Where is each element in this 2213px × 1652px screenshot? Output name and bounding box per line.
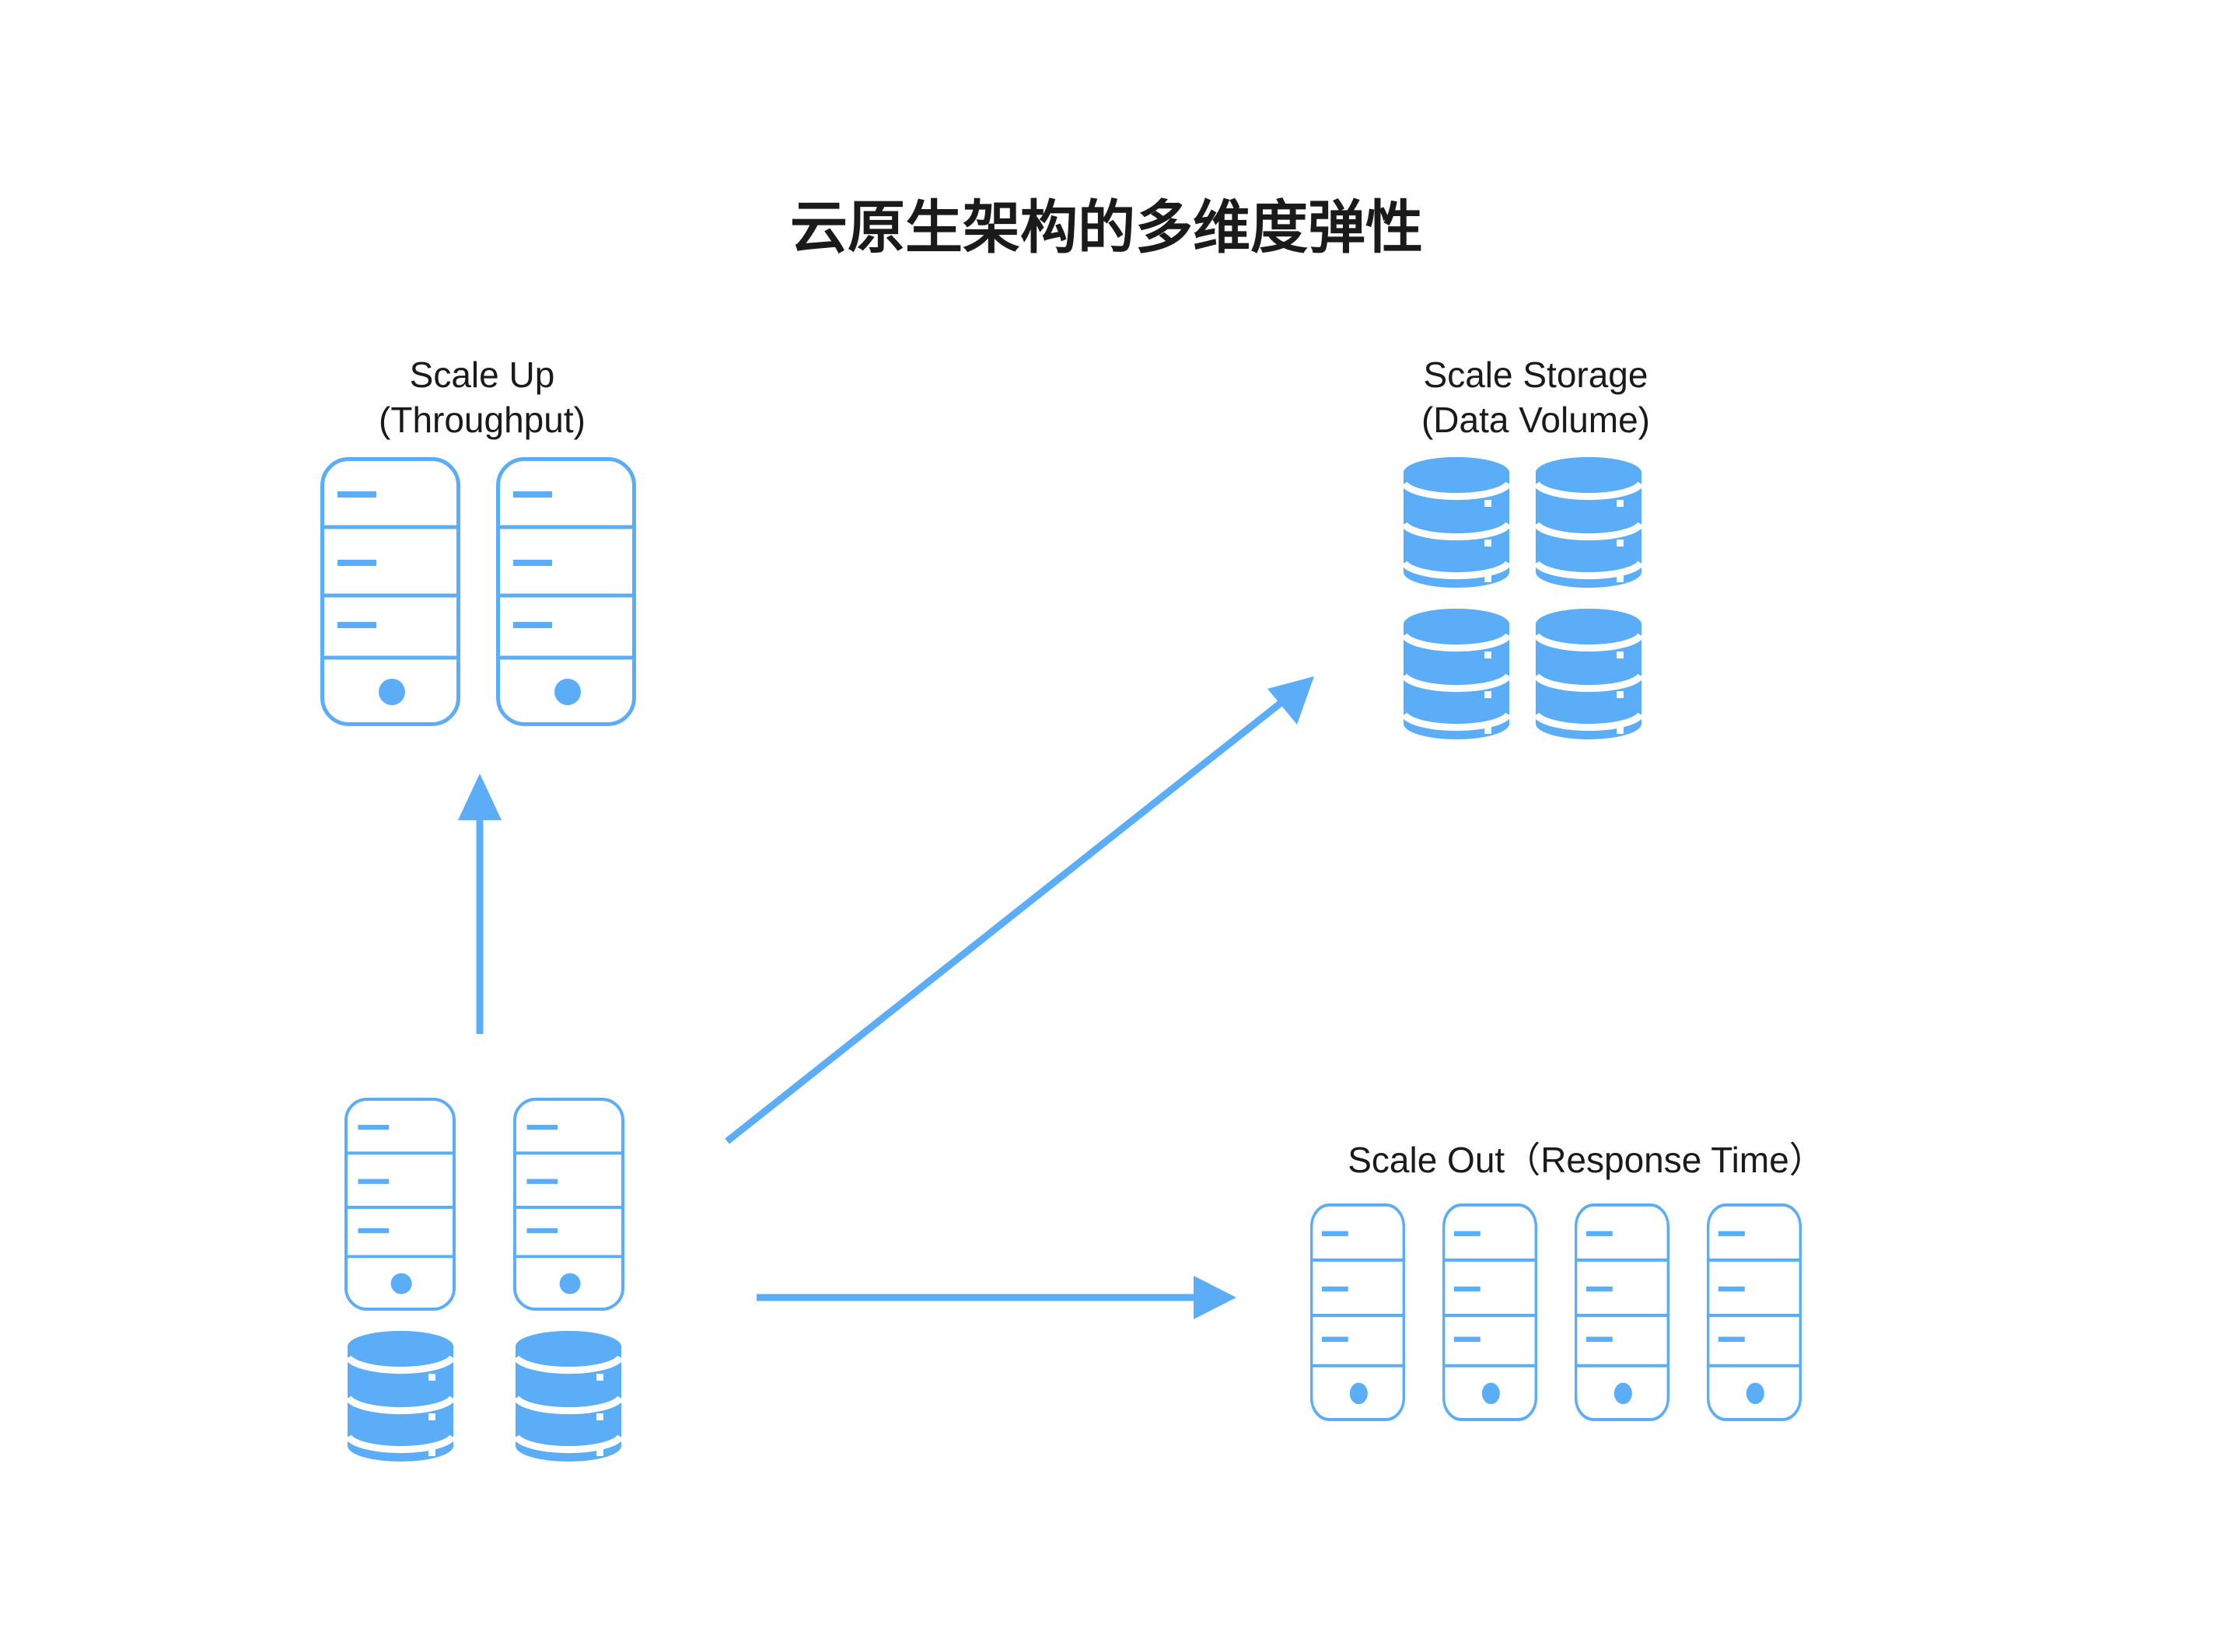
scale-up-label-line1: Scale Up (410, 354, 555, 395)
scale-storage-database-4[interactable] (1536, 609, 1641, 739)
scale-up-server-1[interactable] (323, 459, 459, 725)
source-database-1[interactable] (348, 1331, 453, 1462)
scale-storage-database-2[interactable] (1536, 457, 1641, 588)
group-source-cluster (346, 1099, 623, 1462)
scale-out-server-1[interactable] (1312, 1205, 1404, 1420)
arrow-up-to-scale-up (458, 774, 502, 1034)
group-scale-out: Scale Out（Response Time） (1312, 1140, 1825, 1420)
scale-out-server-4[interactable] (1708, 1205, 1801, 1420)
source-server-2[interactable] (515, 1099, 623, 1309)
scale-out-label: Scale Out（Response Time） (1348, 1140, 1825, 1180)
scale-storage-database-1[interactable] (1404, 457, 1509, 588)
source-database-2[interactable] (516, 1331, 621, 1462)
arrow-diagonal-to-scale-storage (725, 676, 1314, 1144)
scale-out-server-3[interactable] (1576, 1205, 1669, 1420)
scale-up-server-2[interactable] (498, 459, 635, 725)
source-server-1[interactable] (346, 1099, 454, 1309)
scale-out-server-2[interactable] (1444, 1205, 1537, 1420)
page-title: 云原生架构的多维度弹性 (790, 195, 1423, 260)
scale-up-label-line2: (Throughput) (379, 400, 586, 440)
arrow-right-to-scale-out (757, 1276, 1236, 1319)
group-scale-up: Scale Up (Throughput) (323, 354, 635, 725)
scale-storage-label-line2: (Data Volume) (1421, 400, 1650, 440)
scale-storage-label-line1: Scale Storage (1424, 354, 1648, 395)
scale-storage-database-3[interactable] (1404, 609, 1509, 739)
group-scale-storage: Scale Storage (Data Volume) (1404, 354, 1650, 739)
